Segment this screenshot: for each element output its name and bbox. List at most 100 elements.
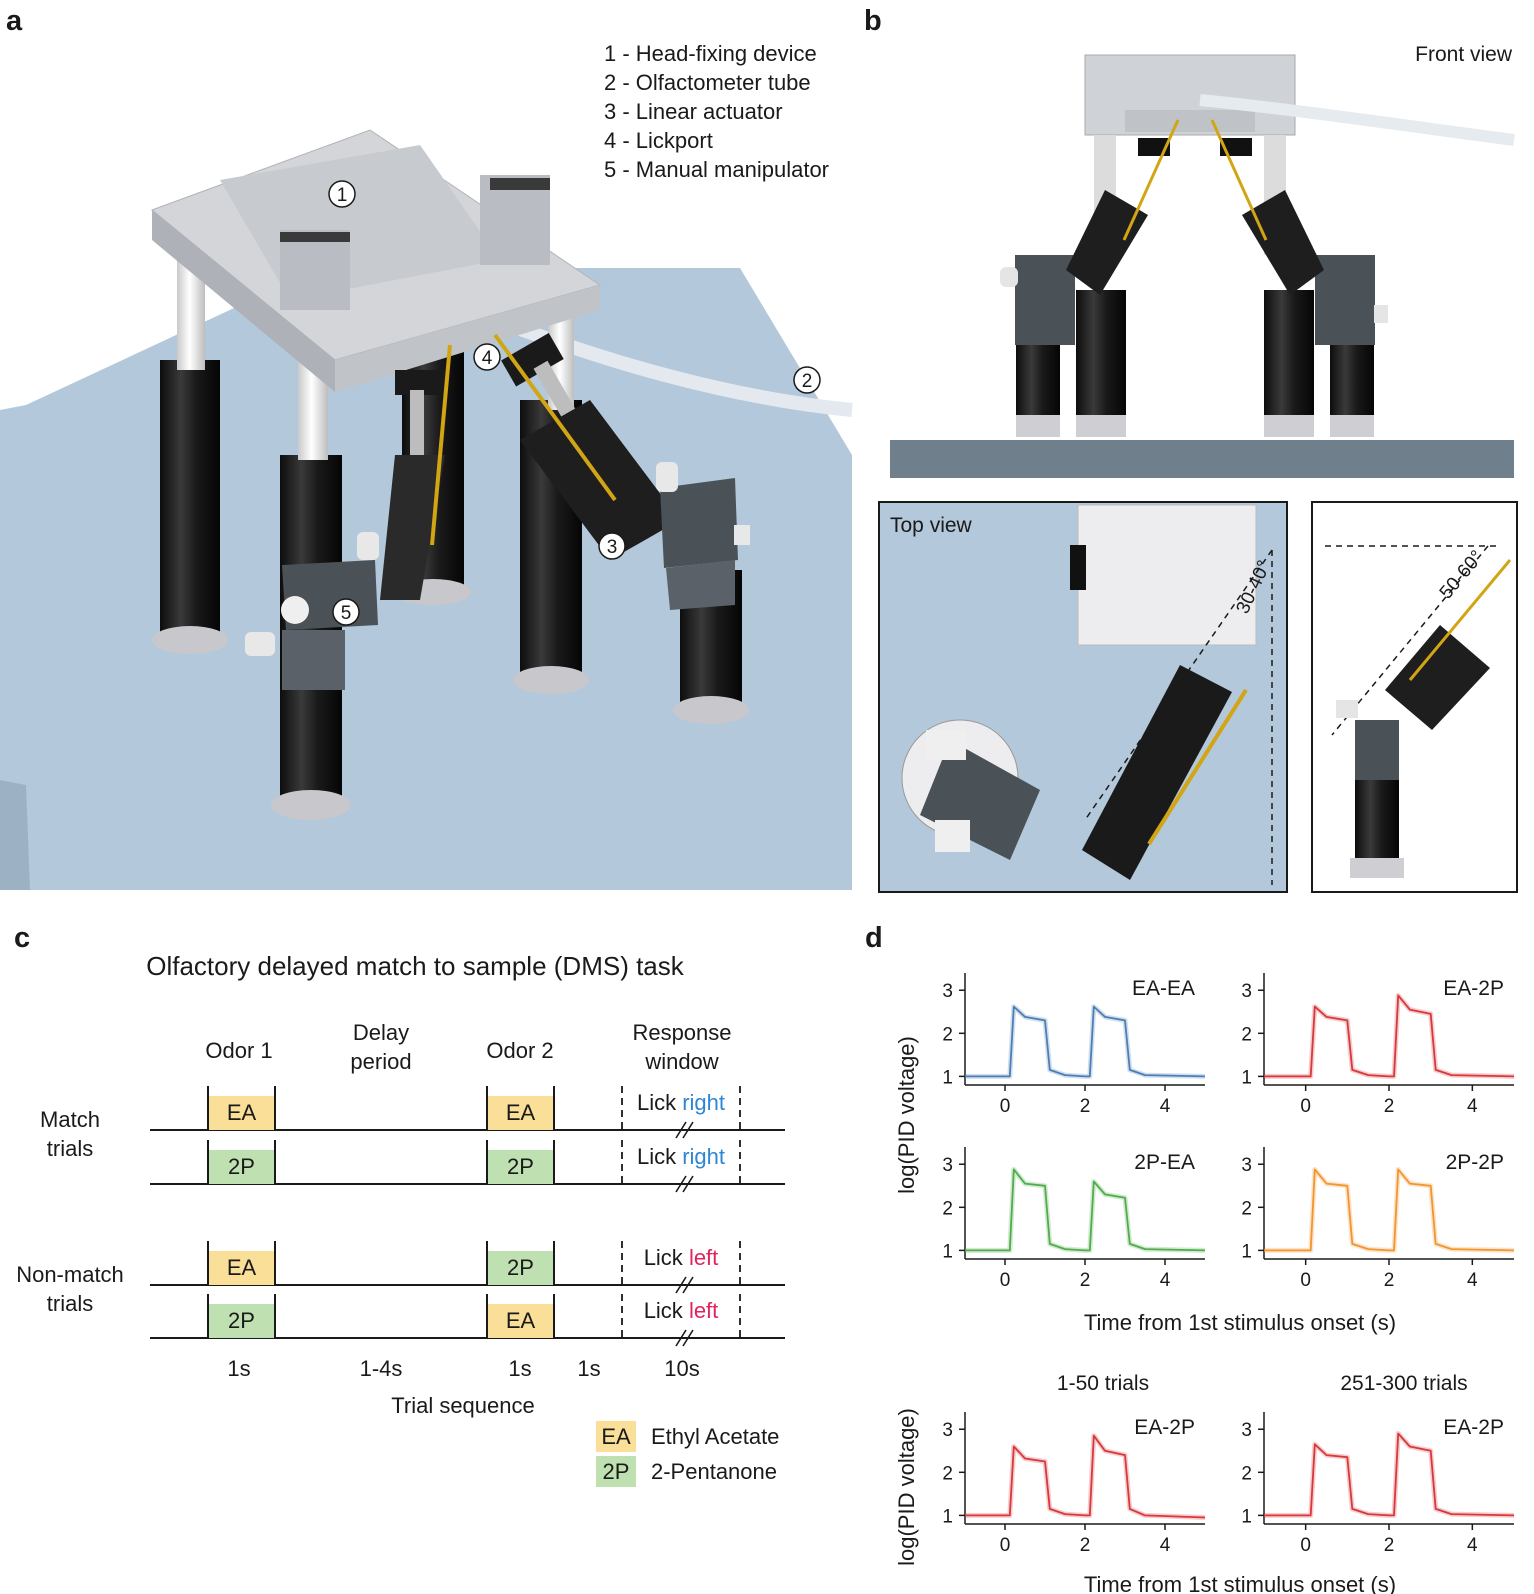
axis-break	[682, 1276, 694, 1294]
panel-d: d log(PID voltage) log(PID voltage) Time…	[865, 922, 1515, 1594]
legend-item-1: 1 - Head-fixing device	[604, 41, 817, 66]
odor-code: EA	[506, 1100, 536, 1125]
panel-c-label: c	[14, 922, 30, 954]
duration-response: 10s	[664, 1356, 699, 1381]
odor-block	[208, 1096, 275, 1130]
odor-block	[487, 1150, 554, 1184]
x-tick-label: 0	[1000, 1096, 1011, 1117]
legend-2p-swatch	[596, 1456, 636, 1487]
lick-instruction: Lick right	[637, 1090, 725, 1115]
legend-ea-name: Ethyl Acetate	[651, 1424, 779, 1449]
callout-5	[332, 598, 360, 626]
chart-title: EA-EA	[1132, 977, 1195, 1000]
axis-break	[675, 1121, 687, 1139]
x-tick-label: 4	[1160, 1096, 1171, 1117]
trial-sequence-label: Trial sequence	[391, 1393, 534, 1418]
odor-code: 2P	[507, 1154, 534, 1179]
header-odor2: Odor 2	[486, 1038, 553, 1063]
nonmatch-label-1: Non-match	[16, 1262, 124, 1287]
series-line	[1264, 1168, 1515, 1252]
axis-break	[682, 1329, 694, 1347]
callout-4	[473, 343, 501, 371]
x-tick-label: 2	[1384, 1535, 1395, 1556]
odor-code: EA	[506, 1308, 536, 1333]
lick-instruction: Lick right	[637, 1144, 725, 1169]
y-tick-label: 2	[1241, 1024, 1252, 1045]
callout-2	[793, 366, 821, 394]
series-band	[1264, 1431, 1515, 1518]
panel-a: a 1 - Head-fixing device 2 - Olfactomete…	[0, 5, 853, 890]
top-view-box: Top view 30-40°	[878, 501, 1288, 893]
legend-2p-name: 2-Pentanone	[651, 1459, 777, 1484]
odor-code: 2P	[228, 1308, 255, 1333]
x-tick-label: 2	[1080, 1270, 1091, 1291]
header-response-1: Response	[632, 1020, 731, 1045]
y-tick-label: 1	[1241, 1506, 1252, 1527]
odor-code: 2P	[507, 1255, 534, 1280]
odor-block	[208, 1150, 275, 1184]
xlabel-top: Time from 1st stimulus onset (s)	[1084, 1310, 1396, 1335]
y-tick-label: 2	[942, 1463, 953, 1484]
chart-title: 2P-2P	[1446, 1151, 1504, 1174]
series-line	[965, 1434, 1206, 1519]
odor-block	[487, 1251, 554, 1285]
x-tick-label: 0	[1000, 1535, 1011, 1556]
y-tick-label: 2	[1241, 1463, 1252, 1484]
panel-a-callouts: 1 2 3 4 5	[328, 180, 821, 626]
legend-ea-code: EA	[601, 1424, 631, 1449]
legend-item-2: 2 - Olfactometer tube	[604, 70, 811, 95]
panel-d-label: d	[865, 922, 883, 954]
nonmatch-label-2: trials	[47, 1291, 93, 1316]
header-odor1: Odor 1	[205, 1038, 272, 1063]
lick-instruction: Lick left	[644, 1245, 719, 1270]
y-tick-label: 1	[1241, 1241, 1252, 1262]
match-label-2: trials	[47, 1136, 93, 1161]
x-tick-label: 2	[1384, 1270, 1395, 1291]
svg-text:3: 3	[607, 537, 618, 558]
y-tick-label: 2	[942, 1198, 953, 1219]
x-tick-label: 0	[1300, 1270, 1311, 1291]
x-tick-label: 2	[1384, 1096, 1395, 1117]
odor-code: 2P	[228, 1154, 255, 1179]
x-tick-label: 2	[1080, 1096, 1091, 1117]
odor-block	[208, 1304, 275, 1338]
x-tick-label: 0	[1300, 1535, 1311, 1556]
odor-code: EA	[227, 1255, 257, 1280]
duration-odor1: 1s	[227, 1356, 250, 1381]
legend-item-5: 5 - Manual manipulator	[604, 157, 829, 182]
header-delay-1: Delay	[353, 1020, 409, 1045]
legend-item-3: 3 - Linear actuator	[604, 99, 783, 124]
y-tick-label: 2	[1241, 1198, 1252, 1219]
legend-ea-swatch	[596, 1421, 636, 1452]
match-label-1: Match	[40, 1107, 100, 1132]
x-tick-label: 2	[1080, 1535, 1091, 1556]
odor-block	[487, 1304, 554, 1338]
odor-block	[487, 1096, 554, 1130]
series-band	[965, 1004, 1206, 1079]
y-tick-label: 3	[942, 1420, 953, 1441]
y-tick-label: 1	[942, 1241, 953, 1262]
svg-text:4: 4	[482, 348, 493, 369]
top-view-label: Top view	[890, 514, 973, 537]
y-tick-label: 3	[942, 981, 953, 1002]
y-tick-label: 3	[1241, 1420, 1252, 1441]
series-band	[1264, 1166, 1515, 1253]
legend-2p-code: 2P	[603, 1459, 630, 1484]
panel-c: c Olfactory delayed match to sample (DMS…	[14, 922, 785, 1487]
odor-legend: EA Ethyl Acetate 2P 2-Pentanone	[596, 1421, 779, 1487]
y-tick-label: 1	[942, 1506, 953, 1527]
table-edge	[0, 780, 30, 890]
duration-delay: 1-4s	[360, 1356, 403, 1381]
series-band	[1264, 992, 1515, 1079]
series-band	[965, 1166, 1206, 1253]
head-fixing-device	[151, 129, 602, 392]
callout-1	[328, 180, 356, 208]
series-line	[1264, 994, 1515, 1078]
